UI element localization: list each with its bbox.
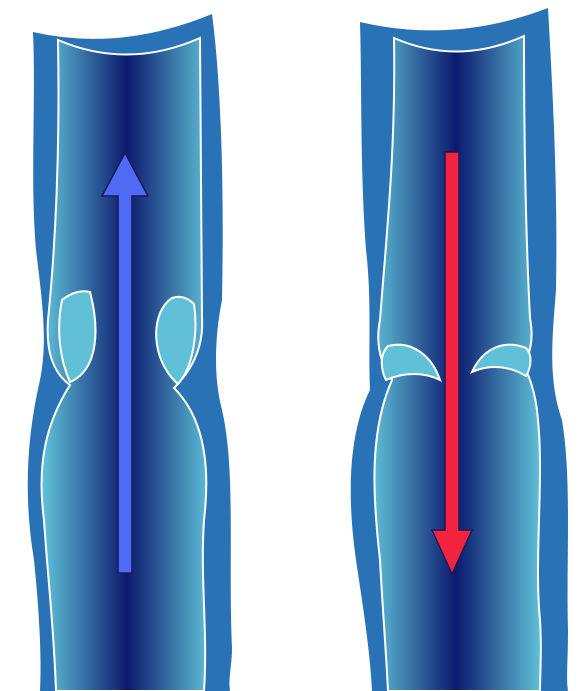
closed-valve-panel	[351, 8, 568, 691]
open-valve-panel	[28, 14, 232, 691]
